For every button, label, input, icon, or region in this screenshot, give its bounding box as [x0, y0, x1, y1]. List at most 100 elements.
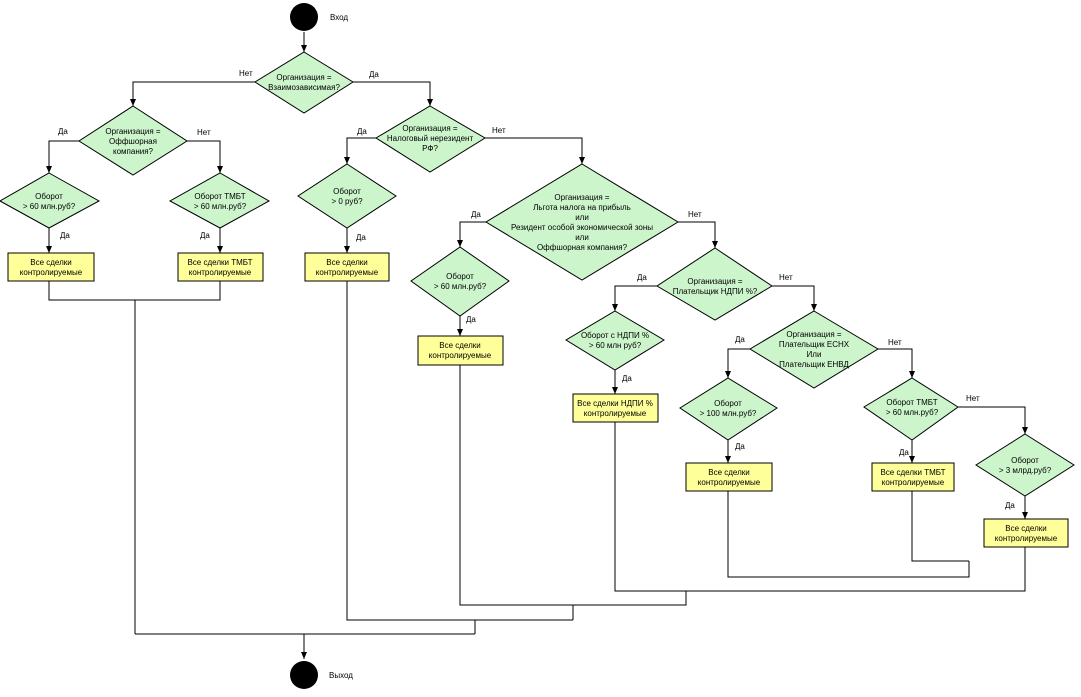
yes-label: Да: [356, 233, 366, 242]
no-label: Нет: [239, 69, 253, 78]
decision-turnover-3bn: [975, 433, 1075, 497]
decision-text-d3-line-1: Налоговый нерезидент: [387, 134, 474, 143]
result-all-controlled: [7, 252, 95, 282]
result-text-r4-line-1: контролируемые: [429, 351, 492, 360]
decision-text-d7-line-1: Льгота налога на прибыль: [533, 203, 631, 212]
decision-tax-benefit: [485, 163, 679, 281]
yes-label: Да: [637, 273, 647, 282]
decision-text-d3-line-2: РФ?: [422, 144, 438, 153]
result-text-r2-line-1: контролируемые: [189, 268, 252, 277]
yes-label: Да: [471, 210, 481, 219]
decision-nodes: [0, 51, 1075, 497]
yes-label: Да: [60, 231, 70, 240]
yes-label: Да: [200, 231, 210, 240]
decision-text-d3-line-0: Организация =: [402, 124, 457, 133]
result-text-r1-line-1: контролируемые: [20, 268, 83, 277]
decision-text-d11-line-0: Организация =: [786, 330, 841, 339]
branch-labels: Нет Да Да Нет Да Нет Да Да Да Да Нет Да …: [58, 69, 1015, 510]
decision-text-d11-line-2: Или: [807, 350, 822, 359]
decision-ndpi: [656, 247, 773, 321]
end-node: [290, 661, 318, 689]
result-all-controlled: [304, 252, 390, 282]
decision-text-d11-line-1: Плательщик ЕСНХ: [779, 340, 850, 349]
decision-text-d14-line-1: > 3 млрд.руб?: [999, 466, 1052, 475]
decision-text-d2-line-0: Организация =: [105, 127, 160, 136]
yes-label: Да: [357, 127, 367, 136]
end-label: Выход: [329, 671, 353, 680]
result-text-r8-line-0: Все сделки: [1005, 524, 1047, 533]
yes-label: Да: [622, 374, 632, 383]
decision-text-d5-line-0: Оборот ТМБТ: [194, 192, 245, 201]
result-text-r6-line-0: Все сделки: [708, 468, 750, 477]
decision-text-d2-line-1: Оффшорная: [109, 137, 157, 146]
decision-text-d4-line-1: > 60 млн.руб?: [23, 202, 76, 211]
result-text-r5-line-0: Все сделки НДПИ %: [577, 399, 653, 408]
result-text-r7-line-1: контролируемые: [882, 478, 945, 487]
yes-label: Да: [899, 448, 909, 457]
no-label: Нет: [888, 338, 902, 347]
decision-text-d1-line-1: Взаимозависимая?: [268, 83, 340, 92]
decision-tmbt-60: [168, 172, 271, 229]
decision-text-d10-line-1: > 60 млн руб?: [589, 341, 642, 350]
decision-text-d9-line-0: Организация =: [687, 277, 742, 286]
no-label: Нет: [779, 273, 793, 282]
result-text-r8-line-1: контролируемые: [995, 534, 1058, 543]
result-tmbt-controlled: [871, 462, 955, 492]
connectors: [46, 32, 1028, 659]
start-label: Вход: [330, 13, 348, 22]
decision-text-d6-line-0: Оборот: [333, 187, 361, 196]
decision-turnover-60-b: [410, 246, 510, 317]
result-text-r5-line-1: контролируемые: [584, 409, 647, 418]
decision-text-d9-line-1: Плательщик НДПИ %?: [673, 287, 758, 296]
decision-esxn-envd: [749, 310, 879, 389]
yes-label: Да: [735, 335, 745, 344]
decision-text-d7-line-4: или: [575, 233, 589, 242]
result-all-controlled: [685, 462, 773, 492]
decision-tmbt-60-b: [863, 377, 959, 441]
decision-text-d8-line-0: Оборот: [446, 272, 474, 281]
yes-label: Да: [1005, 501, 1015, 510]
no-label: Нет: [688, 210, 702, 219]
decision-text-d13-line-0: Оборот ТМБТ: [886, 398, 937, 407]
decision-text-d5-line-1: > 60 млн.руб?: [194, 202, 247, 211]
yes-label: Да: [58, 127, 68, 136]
decision-text-d7-line-0: Организация =: [554, 193, 609, 202]
result-nodes: [7, 252, 1069, 548]
start-node: [290, 3, 318, 31]
decision-text-d11-line-3: Плательщик ЕНВД: [779, 360, 849, 369]
result-ndpi-controlled: [572, 393, 659, 423]
decision-nonresident: [375, 105, 486, 173]
decision-text-d14-line-0: Оборот: [1011, 456, 1039, 465]
result-text-r6-line-1: контролируемые: [698, 478, 761, 487]
decision-text-d6-line-1: > 0 руб?: [331, 197, 363, 206]
result-text-r3-line-1: контролируемые: [316, 268, 379, 277]
no-label: Нет: [197, 128, 211, 137]
result-tmbt-controlled: [177, 252, 264, 282]
result-text-r1-line-0: Все сделки: [30, 258, 72, 267]
decision-text-d12-line-0: Оборот: [714, 399, 742, 408]
node-text: Организация =Взаимозависимая?Организация…: [20, 73, 1058, 543]
decision-offshore: [78, 105, 188, 176]
decision-ndpi-turnover: [565, 310, 665, 371]
result-text-r2-line-0: Все сделки ТМБТ: [187, 258, 252, 267]
decision-text-d7-line-5: Оффшорная компания?: [537, 243, 628, 252]
yes-label: Да: [369, 70, 379, 79]
result-text-r7-line-0: Все сделки ТМБТ: [880, 468, 945, 477]
decision-text-d8-line-1: > 60 млн.руб?: [434, 282, 487, 291]
decision-turnover-60: [0, 172, 101, 229]
decision-text-d13-line-1: > 60 млн.руб?: [886, 408, 939, 417]
decision-turnover-0: [297, 163, 397, 229]
yes-label: Да: [735, 442, 745, 451]
decision-turnover-100: [679, 377, 778, 441]
decision-text-d7-line-2: или: [575, 213, 589, 222]
no-label: Нет: [492, 126, 506, 135]
result-all-controlled: [983, 518, 1069, 548]
decision-text-d7-line-3: Резидент особой экономической зоны: [511, 223, 653, 232]
result-text-r3-line-0: Все сделки: [326, 258, 368, 267]
decision-text-d1-line-0: Организация =: [276, 73, 331, 82]
result-text-r4-line-0: Все сделки: [439, 341, 481, 350]
decision-text-d12-line-1: > 100 млн.руб?: [700, 409, 757, 418]
decision-text-d4-line-0: Оборот: [35, 192, 63, 201]
decision-text-d2-line-2: компания?: [113, 147, 154, 156]
